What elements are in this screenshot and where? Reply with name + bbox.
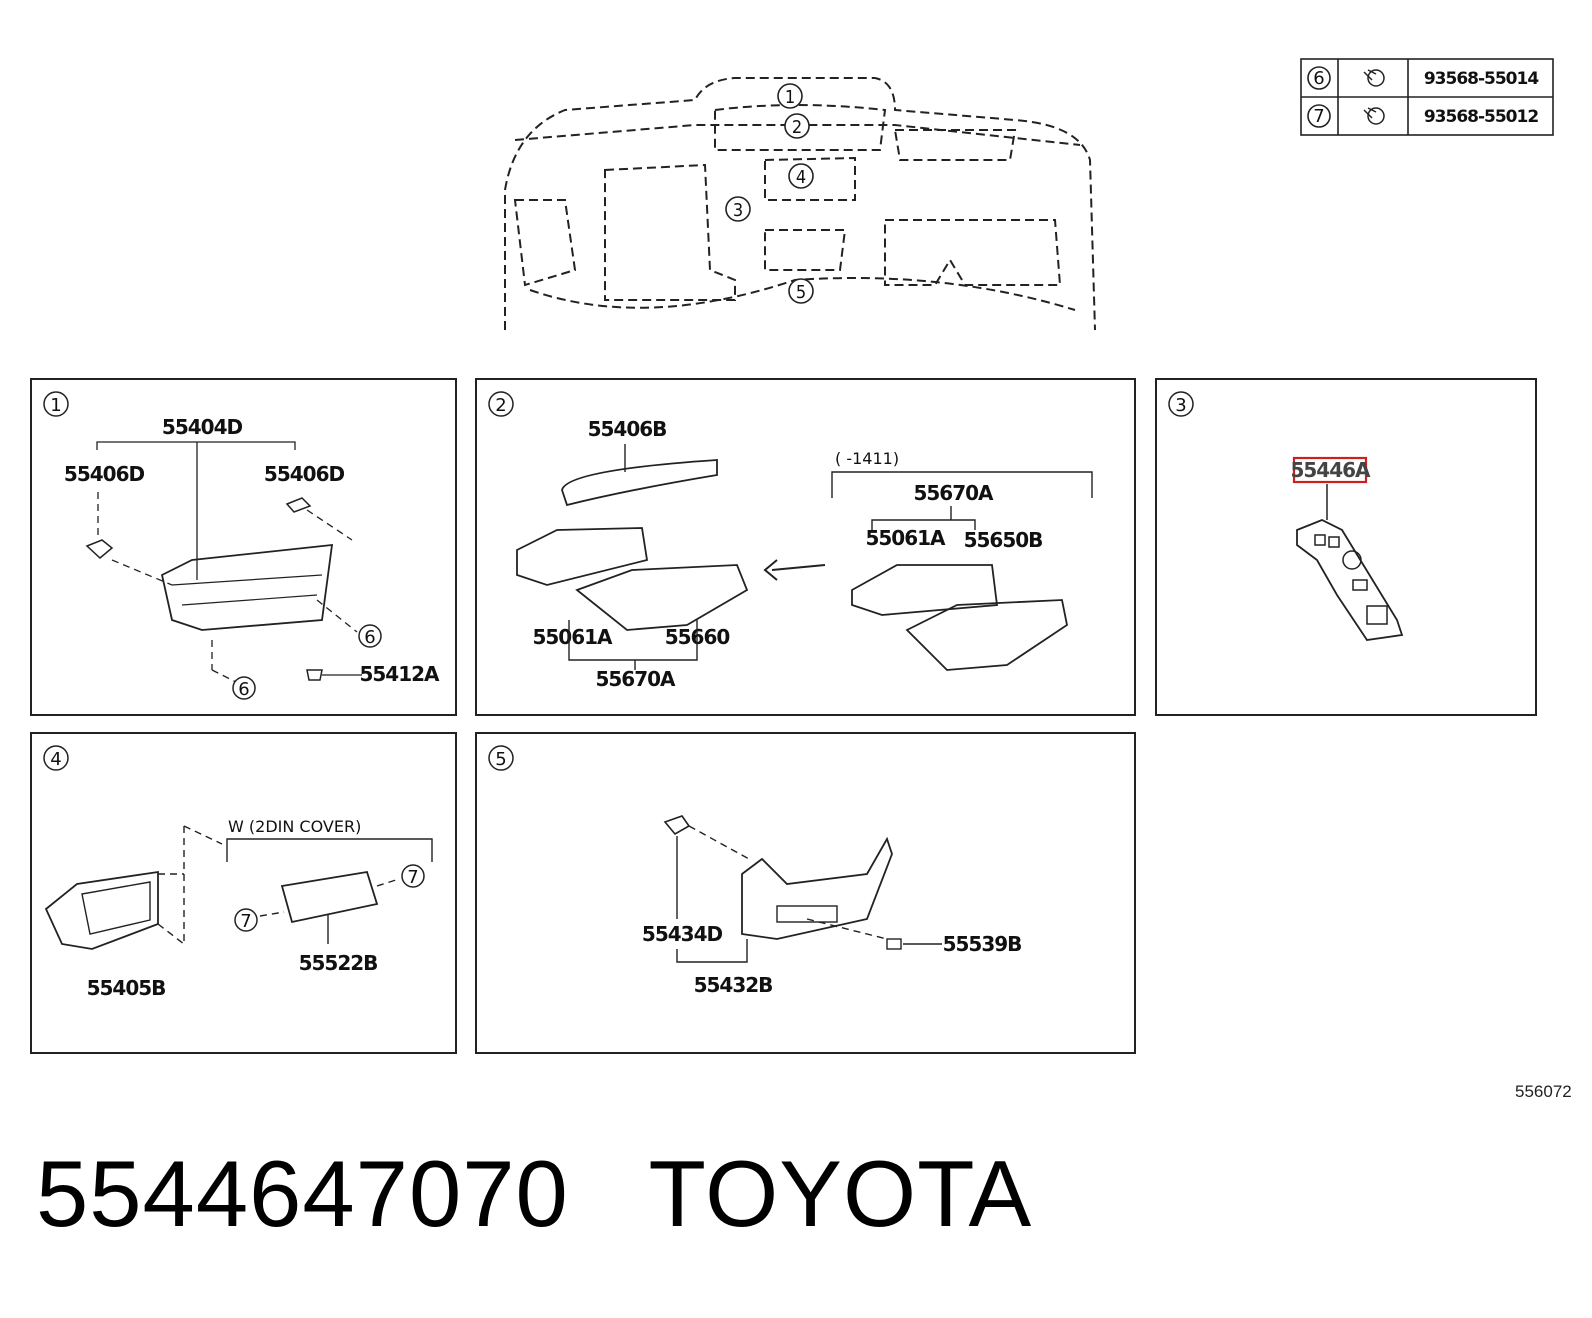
label-55405B: 55405B bbox=[87, 976, 166, 1000]
screw-callout-7b: 7 bbox=[240, 911, 251, 932]
label-55670A-right: 55670A bbox=[913, 481, 994, 505]
label-55432B: 55432B bbox=[694, 973, 773, 997]
label-55650B: 55650B bbox=[964, 528, 1043, 552]
label-55406D-left: 55406D bbox=[64, 462, 145, 486]
overview-callout-4: 4 bbox=[796, 167, 806, 188]
label-55061A-left: 55061A bbox=[532, 625, 613, 649]
table-callout-6: 6 bbox=[1313, 68, 1324, 89]
panel-2: 2 55406B 55061A 55660 55670A ( -1411) 55… bbox=[475, 378, 1136, 716]
overview-callout-1: 1 bbox=[785, 87, 795, 108]
panel-4-callout: 4 bbox=[50, 749, 61, 770]
brand-name: TOYOTA bbox=[648, 1141, 1033, 1246]
label-55061A-right: 55061A bbox=[865, 526, 946, 550]
table-part-93568-55012: 93568-55012 bbox=[1424, 107, 1539, 127]
part-number: 5544647070 bbox=[36, 1141, 569, 1246]
overview-callout-3: 3 bbox=[733, 200, 743, 221]
panel-1-callout: 1 bbox=[50, 395, 61, 416]
table-callout-7: 7 bbox=[1313, 106, 1324, 127]
label-55522B: 55522B bbox=[299, 951, 378, 975]
panel-1: 1 55404D 55406D 55406D 55412A 6 bbox=[30, 378, 457, 716]
highlight-box bbox=[1292, 456, 1368, 484]
overview-callout-2: 2 bbox=[792, 117, 802, 138]
panel-2-callout: 2 bbox=[495, 395, 506, 416]
screw-icon bbox=[1363, 107, 1385, 125]
screw-callout-7a: 7 bbox=[407, 867, 418, 888]
label-55404D: 55404D bbox=[162, 415, 243, 439]
fastener-table: 6 7 93568-55014 93568-55012 bbox=[1300, 58, 1554, 136]
dashboard-overview: 1 2 3 4 5 bbox=[504, 77, 1096, 331]
label-55434D: 55434D bbox=[642, 922, 723, 946]
w-2din-cover-note: W (2DIN COVER) bbox=[228, 817, 361, 836]
screw-callout-6b: 6 bbox=[238, 679, 249, 700]
panel-3: 3 55446A bbox=[1155, 378, 1537, 716]
screw-callout-6a: 6 bbox=[364, 627, 375, 648]
label-55406B: 55406B bbox=[588, 417, 667, 441]
panel-4: 4 W (2DIN COVER) 55405B 55522B 7 7 bbox=[30, 732, 457, 1054]
overview-callout-5: 5 bbox=[796, 282, 806, 303]
label-55406D-right: 55406D bbox=[264, 462, 345, 486]
panel-5: 5 55434D 55432B 55539B bbox=[475, 732, 1136, 1054]
bracket-note: ( -1411) bbox=[835, 449, 899, 468]
screw-icon bbox=[1363, 69, 1385, 87]
label-55539B: 55539B bbox=[943, 932, 1022, 956]
label-55670A-left: 55670A bbox=[595, 667, 676, 691]
label-55446A: 55446A bbox=[1290, 458, 1371, 482]
panel-5-callout: 5 bbox=[495, 749, 506, 770]
label-55412A: 55412A bbox=[359, 662, 440, 686]
panel-3-callout: 3 bbox=[1175, 395, 1186, 416]
diagram-reference: 556072 bbox=[1515, 1082, 1572, 1101]
footer-title: 5544647070 TOYOTA bbox=[36, 1140, 1032, 1248]
table-part-93568-55014: 93568-55014 bbox=[1424, 69, 1540, 89]
